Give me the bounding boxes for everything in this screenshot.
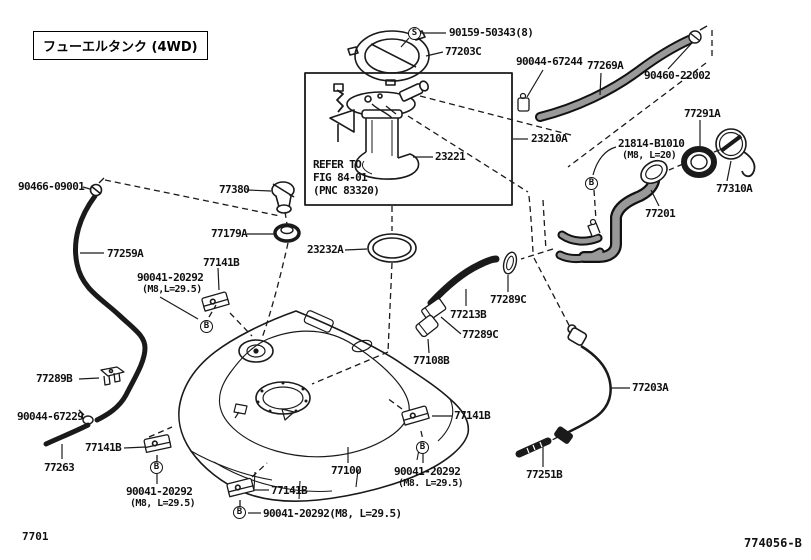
part-label-90041-20292-br: 90041-20292 <box>394 465 461 478</box>
fastener-symbol-b-bottom: B <box>233 506 246 519</box>
part-label-77289C-upper: 77289C <box>490 293 527 306</box>
fastener-symbol-b-21814: B <box>585 177 598 190</box>
part-label-77251B: 77251B <box>526 468 563 481</box>
refer-note-line1: REFER TO <box>313 158 362 171</box>
part-label-23232A: 23232A <box>307 243 344 256</box>
part-label-77259A: 77259A <box>107 247 144 260</box>
part-label-77100: 77100 <box>331 464 362 477</box>
refer-note-line2: FIG 84-01 <box>313 171 368 184</box>
part-label-77141B-right: 77141B <box>454 409 491 422</box>
fastener-symbol-s: S <box>408 27 421 40</box>
fastener-symbol-b-top: B <box>200 320 213 333</box>
part-label-90044-67229: 90044-67229 <box>17 410 84 423</box>
part-label-77213B: 77213B <box>450 308 487 321</box>
part-label-21814-B1010: 21814-B1010 <box>618 137 685 150</box>
part-label-77289C-lower: 77289C <box>462 328 499 341</box>
part-label-77141B-top: 77141B <box>203 256 240 269</box>
part-label-77203C: 77203C <box>445 45 482 58</box>
part-label-90460-22002: 90460-22002 <box>644 69 711 82</box>
refer-note: REFER TO FIG 84-01 (PNC 83320) <box>313 158 380 197</box>
part-label-90466-09001: 90466-09001 <box>18 180 85 193</box>
part-label-77291A: 77291A <box>684 107 721 120</box>
part-label-77201: 77201 <box>645 207 676 220</box>
part-label-77141B-left: 77141B <box>85 441 122 454</box>
part-label-90044-67244: 90044-67244 <box>516 55 583 68</box>
part-label-90041-20292-bl: 90041-20292 <box>126 485 193 498</box>
part-label-77269A: 77269A <box>587 59 624 72</box>
part-label-77179A: 77179A <box>211 227 248 240</box>
figure-code: 774056-B <box>744 536 802 550</box>
part-label-21814-spec: (M8, L=20) <box>622 150 677 161</box>
part-label-23210A: 23210A <box>531 132 568 145</box>
part-label-77289B: 77289B <box>36 372 73 385</box>
part-label-77203A: 77203A <box>632 381 669 394</box>
part-label-90041-br-spec: (M8. L=29.5) <box>398 478 464 489</box>
part-label-77263: 77263 <box>44 461 75 474</box>
part-label-90041-20292-top: 90041-20292 <box>137 271 204 284</box>
part-label-90041-20292-bc: 90041-20292(M8, L=29.5) <box>263 507 402 520</box>
part-label-90041-bl-spec: (M8, L=29.5) <box>130 498 196 509</box>
diagram-title: フューエルタンク (4WD) <box>33 31 208 60</box>
fastener-symbol-b-left: B <box>150 461 163 474</box>
part-label-77380: 77380 <box>219 183 250 196</box>
part-label-23221: 23221 <box>435 150 466 163</box>
part-label-77310A: 77310A <box>716 182 753 195</box>
part-label-90159-50343: 90159-50343(8) <box>449 26 534 39</box>
page-code: 7701 <box>22 530 49 543</box>
refer-note-line3: (PNC 83320) <box>313 184 380 197</box>
part-label-77108B: 77108B <box>413 354 450 367</box>
fastener-symbol-b-right: B <box>416 441 429 454</box>
part-label-90041-top-spec: (M8,L=29.5) <box>142 284 202 295</box>
part-label-77141B-bottom: 77141B <box>271 484 308 497</box>
